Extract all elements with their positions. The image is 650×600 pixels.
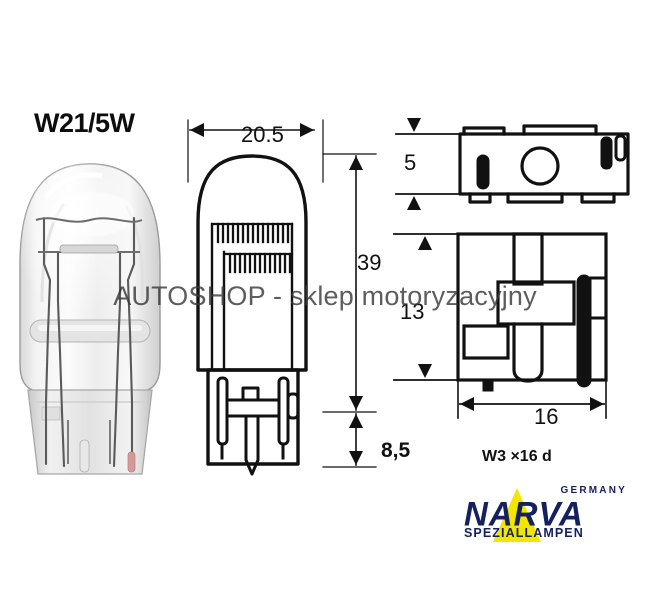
narva-logo: GERMANY NARVA SPEZIALLAMPEN [455,484,635,542]
base-designation-label: W3 ×16 d [482,448,552,465]
bulb-photo [19,163,161,475]
logo-brand-name: NARVA [464,494,584,533]
dimension-label-height: 39 [357,250,382,275]
dimension-label-front-width: 16 [534,404,559,429]
logo-triangle-icon [493,488,541,542]
dimension-label-front-height: 13 [400,299,425,324]
dimension-label-base-height: 8,5 [381,439,411,462]
dimension-label-top-depth: 5 [404,150,417,175]
page-title: W21/5W [34,108,135,138]
drawing-front-view [393,232,608,419]
logo-tagline: SPEZIALLAMPEN [464,526,584,540]
drawing-side-view [187,119,377,476]
logo-country-label: GERMANY [560,485,627,496]
drawing-top-view [395,118,630,210]
dimension-label-width: 20.5 [241,122,284,147]
